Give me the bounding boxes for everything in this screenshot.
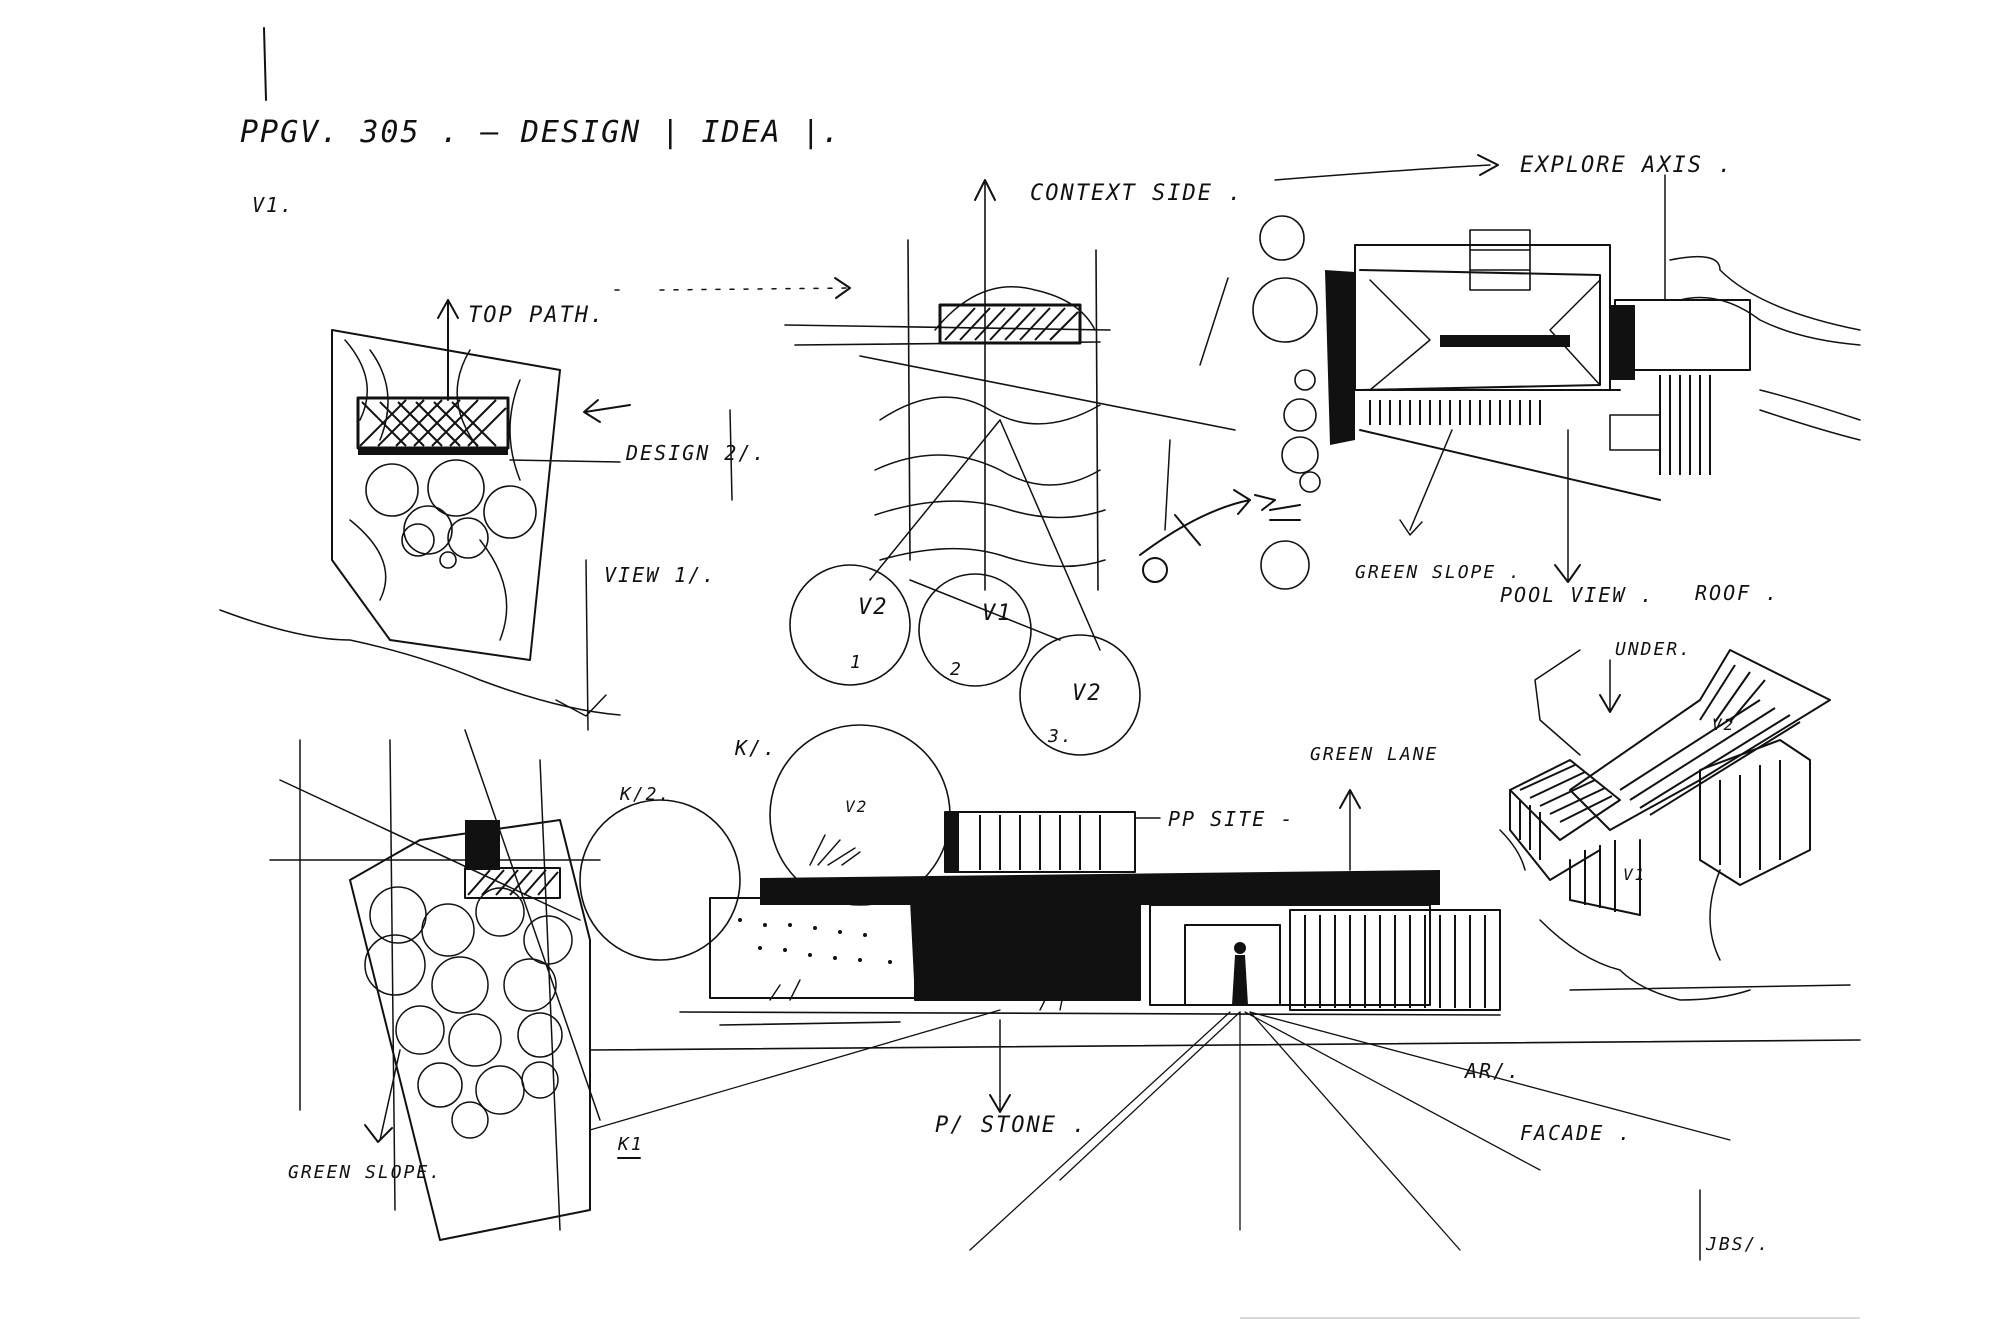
- ar-label: AR/.: [1463, 1059, 1521, 1083]
- plan-top-path-label: TOP PATH.: [468, 303, 605, 328]
- view-number-3: 3.: [1047, 726, 1074, 747]
- plan-design-label: DESIGN 2/.: [625, 441, 766, 465]
- sheet-title: PPGV. 305 . — DESIGN | IDEA |.: [240, 115, 842, 150]
- plan-view-label: VIEW 1/.: [604, 563, 716, 587]
- axon-v1-label: V1: [1623, 865, 1646, 884]
- k1-label: K1: [617, 1134, 644, 1155]
- green-lane-label: GREEN LANE: [1310, 744, 1438, 765]
- plan-building-block: [356, 396, 510, 450]
- section-view-circles: [789, 564, 1141, 756]
- elevation-sketch: EXPLORE AXIS .: [1252, 153, 1861, 607]
- facade-label: FACADE .: [1520, 1121, 1632, 1145]
- signature: JBS/.: [1705, 1234, 1770, 1255]
- perspective-sketch: GREEN SLOPE. K1 K/. K/2. V2 PP SITE -: [269, 724, 1861, 1251]
- view-number-2: 2: [950, 659, 963, 680]
- section-sketch: CONTEXT SIDE . V2 V1 V2 1 2 3.: [784, 179, 1251, 756]
- section-marker-circle: [1142, 557, 1168, 583]
- elevation-building-frame: [1354, 244, 1611, 391]
- pp-site-label: PP SITE -: [1168, 807, 1294, 831]
- view-v1: V1: [982, 601, 1013, 626]
- k-label: K/.: [734, 736, 777, 760]
- k2-label: K/2.: [619, 784, 671, 805]
- version-label: V1.: [252, 193, 294, 217]
- axon-sketch: UNDER. V2 V1: [1499, 639, 1851, 1001]
- under-label: UNDER.: [1615, 639, 1692, 660]
- pool-view-label: POOL VIEW .: [1500, 583, 1654, 607]
- perspective-tree-cluster: [364, 886, 573, 1139]
- person-figure: [1232, 955, 1248, 1005]
- p-stone-label: P/ STONE .: [935, 1113, 1087, 1138]
- elevation-dark-wall: [1325, 270, 1355, 445]
- elevation-green-slope-label: GREEN SLOPE .: [1355, 562, 1522, 583]
- elevation-band: [1440, 335, 1570, 347]
- axon-v2-label: V2: [1712, 715, 1735, 734]
- roof-label: ROOF .: [1695, 581, 1779, 605]
- view-number-1: 1: [850, 652, 863, 673]
- elevation-tree-column: [1252, 215, 1321, 590]
- view-v2-right: V2: [1072, 681, 1103, 706]
- explore-axis-label: EXPLORE AXIS .: [1520, 153, 1733, 178]
- perspective-green-slope-label: GREEN SLOPE.: [288, 1162, 442, 1183]
- plan-tree-cluster: [365, 459, 537, 569]
- view-v2-left: V2: [858, 595, 889, 620]
- plan-sketch: TOP PATH. DESIGN 2/. VIEW 1/.: [219, 299, 766, 731]
- context-side-label: CONTEXT SIDE .: [1030, 181, 1243, 206]
- perspective-v2-label: V2: [845, 797, 868, 816]
